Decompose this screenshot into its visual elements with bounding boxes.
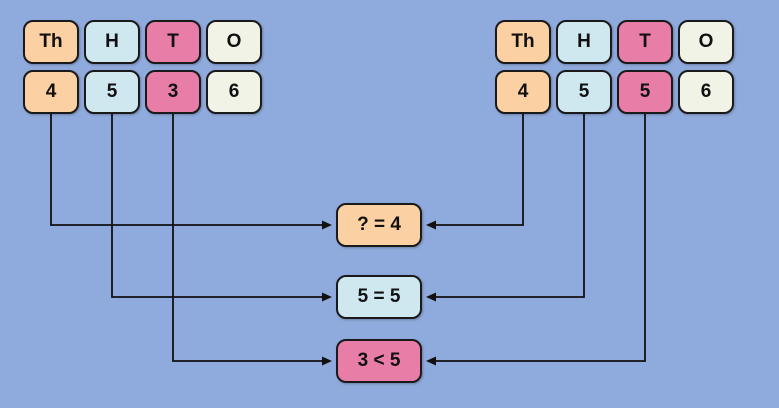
right-digit-tens: 5 xyxy=(617,70,673,114)
left-digit-thousands: 4 xyxy=(23,70,79,114)
left-digit-hundreds: 5 xyxy=(84,70,140,114)
right-header-ones: O xyxy=(678,20,734,64)
right-digit-thousands: 4 xyxy=(495,70,551,114)
left-header-ones: O xyxy=(206,20,262,64)
comparison-thousands-box: ? = 4 xyxy=(336,203,422,247)
comparison-tens-box: 3 < 5 xyxy=(336,339,422,383)
right-digit-hundreds: 5 xyxy=(556,70,612,114)
right-header-thousands: Th xyxy=(495,20,551,64)
right-headers-row: Th H T O xyxy=(495,20,734,64)
left-digit-tens: 3 xyxy=(145,70,201,114)
right-digit-ones: 6 xyxy=(678,70,734,114)
left-headers-row: Th H T O xyxy=(23,20,262,64)
left-digit-ones: 6 xyxy=(206,70,262,114)
arrow-left-hundreds xyxy=(111,114,332,302)
left-header-tens: T xyxy=(145,20,201,64)
arrow-left-tens xyxy=(172,114,332,366)
right-digits-row: 4 5 5 6 xyxy=(495,70,734,114)
left-header-hundreds: H xyxy=(84,20,140,64)
comparison-hundreds-box: 5 = 5 xyxy=(336,275,422,319)
right-header-hundreds: H xyxy=(556,20,612,64)
arrow-left-thousands xyxy=(50,114,332,230)
left-digits-row: 4 5 3 6 xyxy=(23,70,262,114)
arrow-right-hundreds xyxy=(426,114,585,302)
left-header-thousands: Th xyxy=(23,20,79,64)
arrow-right-tens xyxy=(426,114,646,366)
arrow-right-thousands xyxy=(426,114,524,230)
right-header-tens: T xyxy=(617,20,673,64)
